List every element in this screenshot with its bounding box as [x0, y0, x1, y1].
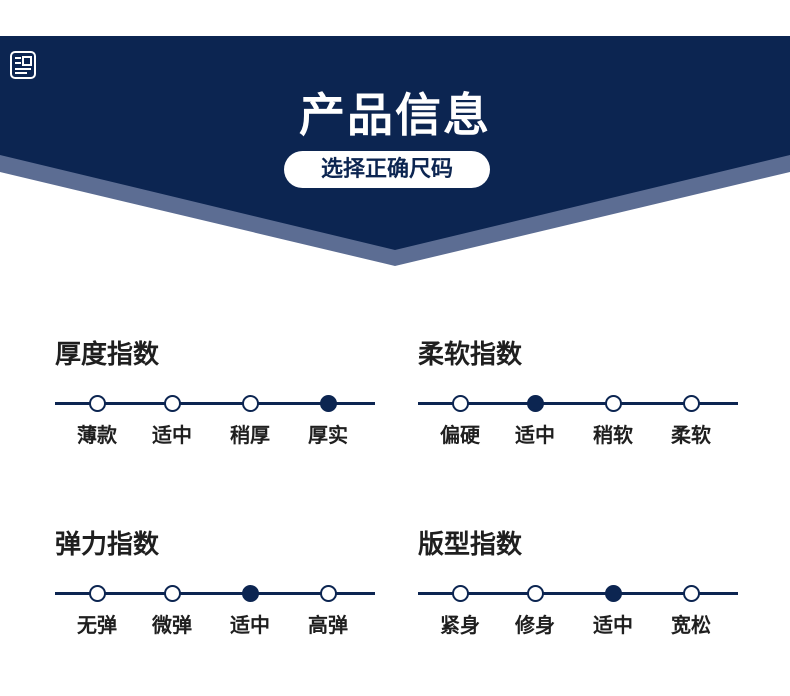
index-section: 柔软指数偏硬 适中 稍软 柔软	[418, 337, 740, 457]
page-title: 产品信息	[299, 88, 491, 142]
size-guide-subtitle: 选择正确尺码	[284, 151, 490, 188]
scale-option-label: 适中	[515, 423, 555, 447]
scale-option-label: 无弹	[77, 613, 117, 637]
scale-option-label: 高弹	[308, 613, 348, 637]
scale-track	[55, 592, 375, 595]
scale-option-label: 适中	[230, 613, 270, 637]
scale-track	[55, 402, 375, 405]
scale-marker	[164, 395, 181, 412]
scale-option-label: 修身	[515, 613, 555, 637]
section-title: 厚度指数	[55, 340, 160, 370]
scale-marker	[452, 395, 469, 412]
scale-marker	[605, 395, 622, 412]
scale-marker	[164, 585, 181, 602]
scale-marker	[683, 395, 700, 412]
scale-marker-selected	[605, 585, 622, 602]
scale-option-label: 稍软	[593, 423, 633, 447]
scale-option-label: 紧身	[440, 613, 480, 637]
scale-option-label: 适中	[593, 613, 633, 637]
scale-marker	[89, 395, 106, 412]
scale-track	[418, 592, 738, 595]
scale-option-label: 偏硬	[440, 423, 480, 447]
section-title: 柔软指数	[418, 340, 523, 370]
scale-marker-selected	[320, 395, 337, 412]
index-section: 厚度指数薄款 适中 稍厚 厚实	[55, 337, 377, 457]
scale-option-label: 宽松	[671, 613, 711, 637]
scale-track	[418, 402, 738, 405]
scale-marker	[242, 395, 259, 412]
scale-option-label: 厚实	[308, 423, 348, 447]
document-icon	[10, 51, 36, 79]
scale-marker	[320, 585, 337, 602]
scale-option-label: 柔软	[671, 423, 711, 447]
scale-option-label: 微弹	[152, 613, 192, 637]
scale-marker-selected	[242, 585, 259, 602]
scale-marker-selected	[527, 395, 544, 412]
scale-marker	[452, 585, 469, 602]
index-section: 弹力指数无弹 微弹 适中 高弹	[55, 527, 377, 647]
scale-marker	[89, 585, 106, 602]
scale-marker	[527, 585, 544, 602]
section-title: 版型指数	[418, 530, 523, 560]
scale-option-label: 薄款	[77, 423, 117, 447]
section-title: 弹力指数	[55, 530, 160, 560]
scale-option-label: 适中	[152, 423, 192, 447]
index-section: 版型指数紧身 修身 适中 宽松	[418, 527, 740, 647]
scale-option-label: 稍厚	[230, 423, 270, 447]
scale-marker	[683, 585, 700, 602]
